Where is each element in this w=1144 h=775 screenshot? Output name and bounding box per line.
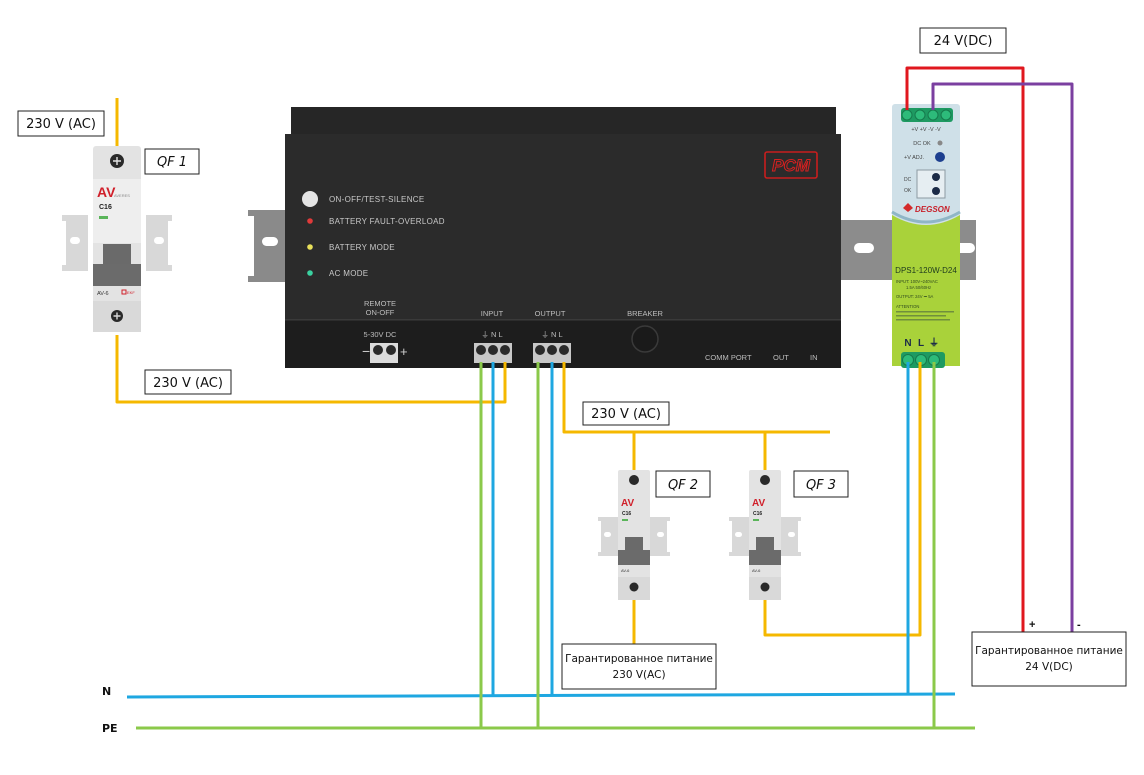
label-input-ac: 230 V (AC)	[17, 110, 105, 137]
bus-label-pe: PE	[102, 722, 118, 735]
label-qf2: QF 2	[655, 470, 711, 498]
remote-minus: −	[362, 343, 370, 359]
breaker-rating: C16	[99, 204, 112, 211]
svg-text:24 V(DC): 24 V(DC)	[934, 34, 993, 49]
breaker-qf1[interactable]: AV AVERES C16 AV-6 EKF	[62, 146, 172, 332]
svg-text:230 V (AC): 230 V (AC)	[591, 407, 661, 422]
psu-dc-ok-label: DC OK	[913, 141, 931, 147]
svg-text:230 V (AC): 230 V (AC)	[153, 376, 223, 391]
degson-logo-icon	[903, 203, 913, 212]
output-terminal-block	[533, 343, 571, 363]
led-ac-mode	[307, 270, 313, 276]
wire-neutral-bus	[126, 692, 956, 699]
label-dc-out: 24 V(DC)	[919, 27, 1007, 54]
psu-brand: DEGSON	[915, 205, 950, 214]
output-terminal-letters: ⏚ N L	[541, 330, 562, 339]
label-guaranteed-dc: Гарантированное питание 24 V(DC)	[971, 631, 1127, 687]
breaker-brand: AV	[621, 498, 634, 509]
input-terminal-letters: ⏚ N L	[481, 330, 502, 339]
psu-top-terminals	[901, 108, 953, 122]
wire-dc-minus	[931, 82, 1074, 632]
comm-port-label: COMM PORT	[705, 353, 752, 362]
svg-text:QF 3: QF 3	[806, 478, 836, 493]
remote-voltage: 5-30V DC	[364, 330, 398, 339]
psu-model: DPS1-120W-D24	[895, 266, 957, 275]
psu-ok-dip-label: OK	[904, 188, 912, 194]
psu-top-terminal-labels: +V +V -V -V	[911, 127, 941, 133]
svg-text:Гарантированное питание: Гарантированное питание	[975, 645, 1123, 657]
pcm-logo: PCM	[764, 151, 818, 179]
psu-dcok-dip-label: DC	[904, 177, 912, 183]
wire-phase-qf3-to-psu	[763, 362, 922, 637]
remote-label-1: REMOTE	[364, 299, 396, 308]
psu-bottom-n: N	[904, 338, 911, 349]
ups-unit: PCM ON-OFF/TEST-SILENCE BATTERY FAULT-OV…	[285, 107, 841, 368]
breaker-model: AV-6	[752, 568, 761, 573]
psu-bottom-l: L	[918, 338, 924, 349]
out-label: OUT	[773, 353, 789, 362]
indicator-label-battery: BATTERY MODE	[329, 243, 395, 252]
psu-bottom-pe: ⏚	[929, 337, 939, 349]
breaker-rating: C16	[753, 511, 762, 517]
psu-vadj-label: +V ADJ.	[904, 155, 924, 161]
input-label: INPUT	[481, 309, 504, 318]
output-label: OUTPUT	[535, 309, 566, 318]
indicator-label-ac: AC MODE	[329, 269, 368, 278]
ups-breaker-button[interactable]	[631, 325, 659, 353]
psu-voltage-adjust[interactable]	[935, 152, 945, 162]
led-battery-mode	[307, 244, 313, 250]
breaker-model: AV-6	[621, 568, 630, 573]
breaker-rating: C16	[622, 511, 631, 517]
indicator-label-onoff: ON-OFF/TEST-SILENCE	[329, 195, 425, 204]
wires	[115, 66, 1074, 730]
label-ups-input-ac: 230 V (AC)	[144, 369, 232, 395]
svg-text:230 V(AC): 230 V(AC)	[612, 669, 665, 681]
svg-text:QF 1: QF 1	[157, 155, 187, 170]
dc-plus-label: +	[1029, 619, 1035, 631]
psu-spec-1: INPUT: 100V~240VAC	[896, 279, 938, 284]
dc-minus-label: -	[1077, 619, 1081, 631]
remote-label-2: ON-OFF	[366, 308, 395, 317]
breaker-brand: AV	[97, 184, 116, 200]
breaker-brand-sub: AVERES	[114, 193, 130, 198]
svg-text:230 V (AC): 230 V (AC)	[26, 117, 96, 132]
breaker-brand: AV	[752, 498, 765, 509]
label-guaranteed-ac: Гарантированное питание 230 V(AC)	[561, 643, 717, 690]
wire-dc-plus	[905, 66, 1025, 632]
svg-text:QF 2: QF 2	[668, 478, 698, 493]
dc-power-supply: +V +V -V -V DC OK +V ADJ. DC OK DEGSON D…	[891, 104, 961, 368]
bus-label-n: N	[102, 685, 111, 698]
svg-text:Гарантированное питание: Гарантированное питание	[565, 653, 713, 665]
breaker-label: BREAKER	[627, 309, 663, 318]
led-battery-fault	[307, 218, 313, 224]
wire-phase-qf1-to-ups	[115, 335, 507, 404]
psu-spec-2: 1.5A 50/60Hz	[906, 285, 931, 290]
indicator-label-fault: BATTERY FAULT-OVERLOAD	[329, 217, 445, 226]
wire-phase-ups-output	[562, 362, 830, 434]
breaker-maker: EKF	[127, 290, 135, 295]
breaker-qf2[interactable]: AV C16 AV-6	[598, 470, 670, 600]
label-qf3: QF 3	[793, 470, 849, 498]
remote-plus: +	[400, 344, 408, 359]
power-button[interactable]	[302, 191, 318, 207]
breaker-model: AV-6	[97, 291, 109, 297]
psu-spec-3: OUTPUT: 24V ⎓ 5A	[896, 294, 934, 299]
breaker-qf3[interactable]: AV C16 AV-6	[729, 470, 801, 600]
label-output-ac: 230 V (AC)	[582, 401, 670, 426]
label-qf1: QF 1	[144, 148, 200, 175]
in-label: IN	[810, 353, 818, 362]
psu-spec-4: ATTENTION	[896, 304, 919, 309]
svg-text:PCM: PCM	[772, 156, 811, 175]
input-terminal-block	[474, 343, 512, 363]
svg-text:24 V(DC): 24 V(DC)	[1025, 661, 1073, 673]
